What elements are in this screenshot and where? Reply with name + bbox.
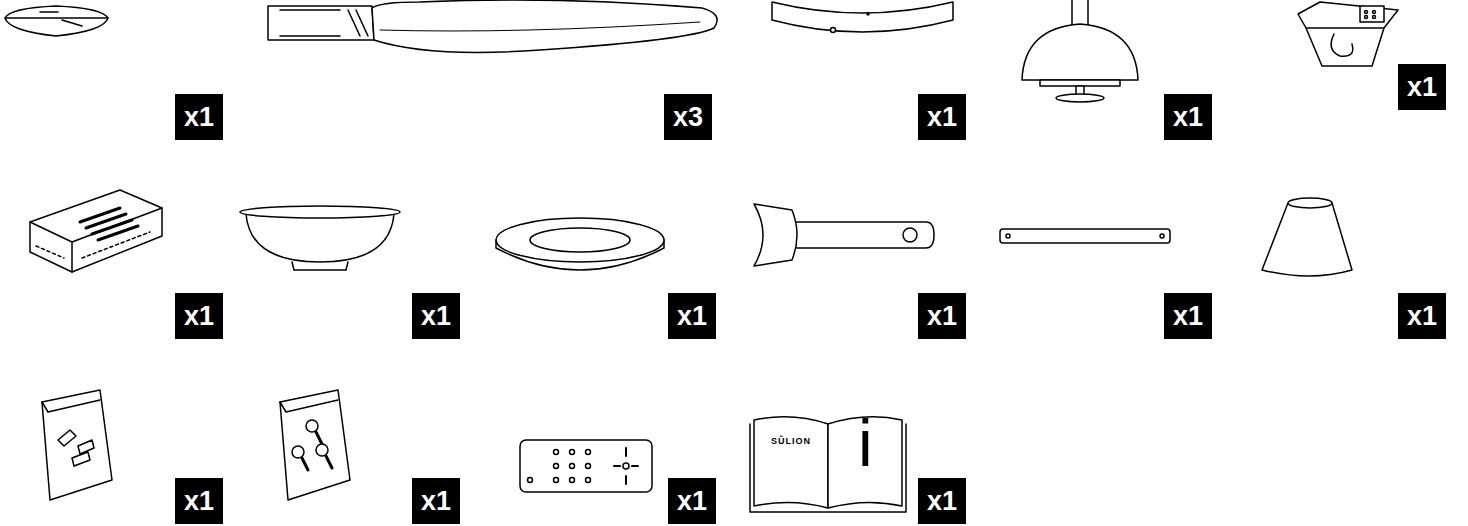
canopy-drawing	[5, 6, 108, 36]
trim-ring-drawing	[772, 2, 953, 33]
blade-drawing	[268, 0, 717, 52]
quantity-text: x1	[1173, 104, 1203, 131]
quantity-badge: x1	[175, 293, 223, 339]
quantity-text: x1	[184, 488, 214, 515]
quantity-badge: x1	[918, 478, 966, 524]
quantity-text: x1	[184, 303, 214, 330]
brand-name: SÛLION	[771, 437, 811, 446]
quantity-text: x1	[677, 303, 707, 330]
quantity-badge: x1	[918, 94, 966, 140]
quantity-text: x1	[677, 488, 707, 515]
quantity-badge: x3	[664, 94, 712, 140]
quantity-text: x1	[421, 303, 451, 330]
hanger-arm-drawing	[754, 204, 934, 266]
quantity-text: x1	[927, 488, 957, 515]
quantity-badge: x1	[412, 293, 460, 339]
hardware-bag-drawing	[42, 390, 112, 500]
quantity-badge: x1	[1164, 293, 1212, 339]
quantity-badge: x1	[1398, 293, 1446, 339]
quantity-text: x1	[1407, 303, 1437, 330]
mounting-bracket-drawing	[1298, 2, 1398, 66]
quantity-badge: x1	[175, 478, 223, 524]
quantity-badge: x1	[668, 478, 716, 524]
flat-ring-drawing	[496, 218, 664, 270]
quantity-badge: x1	[1164, 94, 1212, 140]
quantity-text: x1	[927, 104, 957, 131]
quantity-badge: x1	[412, 478, 460, 524]
quantity-badge: x1	[175, 94, 223, 140]
quantity-text: x1	[184, 104, 214, 131]
quantity-text: x3	[673, 104, 703, 131]
quantity-badge: x1	[1398, 64, 1446, 110]
cover-cone-drawing	[1262, 198, 1352, 276]
quantity-text: x1	[927, 303, 957, 330]
downrod-drawing	[1000, 229, 1170, 243]
quantity-badge: x1	[918, 293, 966, 339]
screw-bag-drawing	[280, 390, 350, 500]
receiver-drawing	[30, 190, 162, 272]
quantity-text: x1	[1173, 303, 1203, 330]
remote-drawing	[520, 440, 652, 492]
quantity-badge: x1	[668, 293, 716, 339]
quantity-text: x1	[421, 488, 451, 515]
motor-drawing	[1022, 0, 1138, 102]
light-bowl-drawing	[240, 206, 400, 270]
manual-drawing	[750, 417, 906, 512]
quantity-text: x1	[1407, 74, 1437, 101]
info-symbol: i	[858, 410, 873, 476]
